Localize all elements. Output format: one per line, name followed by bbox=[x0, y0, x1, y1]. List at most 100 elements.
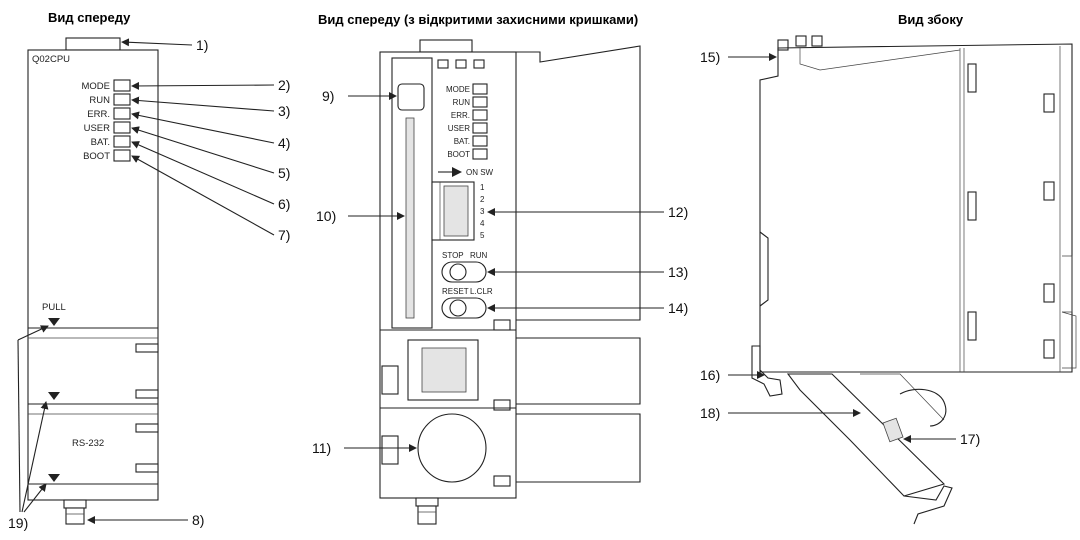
callout-16: 16) bbox=[700, 367, 720, 383]
front-led bbox=[113, 121, 131, 134]
dip-header: ON SW bbox=[466, 168, 494, 177]
battery-connector bbox=[882, 417, 904, 443]
open-led-label: BAT. bbox=[454, 137, 470, 146]
heading-front-open-view: Вид спереду (з відкритими захисними криш… bbox=[318, 12, 638, 27]
callout-13: 13) bbox=[668, 264, 688, 280]
open-led-panel: MODE RUN ERR. USER BAT. BOOT bbox=[446, 83, 488, 160]
dip-arrow-icon bbox=[452, 167, 462, 177]
side-top-rib bbox=[811, 35, 823, 47]
side-latch bbox=[381, 365, 399, 395]
front-view: Q02CPU MODE RUN ERR. USER BAT. BOOT PULL… bbox=[27, 37, 159, 525]
stop-run-knob bbox=[449, 263, 467, 281]
dip-number: 4 bbox=[480, 219, 485, 228]
callout-1: 1) bbox=[196, 37, 208, 53]
front-cover-tab bbox=[135, 423, 159, 433]
front-led-label: USER bbox=[84, 123, 111, 134]
open-led-label: ERR. bbox=[451, 111, 470, 120]
front-top-connector bbox=[65, 37, 121, 51]
port-cover-flap bbox=[516, 337, 641, 405]
callout-5: 5) bbox=[278, 165, 290, 181]
heading-front-view: Вид спереду bbox=[48, 10, 131, 25]
callout-14: 14) bbox=[668, 300, 688, 316]
front-screw-base bbox=[63, 499, 87, 509]
front-led-label: MODE bbox=[82, 81, 111, 92]
battery bbox=[417, 413, 487, 483]
side-top-rib bbox=[795, 35, 807, 47]
front-led bbox=[113, 135, 131, 148]
side-tab bbox=[1043, 339, 1055, 359]
side-view bbox=[751, 35, 1077, 525]
cover-marker-icon bbox=[48, 392, 60, 400]
cover-marker-icon bbox=[48, 474, 60, 482]
memory-card-slot bbox=[405, 117, 415, 319]
open-led bbox=[472, 109, 488, 121]
open-led bbox=[472, 148, 488, 160]
front-screw bbox=[65, 507, 85, 525]
dip-number: 5 bbox=[480, 231, 485, 240]
front-cover-tab bbox=[135, 343, 159, 353]
cover-hinge bbox=[493, 399, 511, 411]
open-led-label: BOOT bbox=[447, 150, 470, 159]
open-screw bbox=[417, 505, 437, 525]
front-led bbox=[113, 93, 131, 106]
side-callouts: 15) 16) 18) 17) bbox=[700, 49, 980, 447]
front-port-label: RS-232 bbox=[72, 438, 104, 449]
cover-hinge bbox=[493, 319, 511, 331]
cover-hinge bbox=[493, 475, 511, 487]
side-open-cover bbox=[786, 373, 946, 497]
open-led bbox=[472, 135, 488, 147]
notch bbox=[473, 59, 485, 69]
front-model-label: Q02CPU bbox=[32, 54, 70, 65]
callout-12: 12) bbox=[668, 204, 688, 220]
dip-switch: ON SW 1 2 3 4 5 bbox=[431, 167, 494, 241]
mounting-hook bbox=[751, 345, 783, 397]
front-led-label: ERR. bbox=[87, 109, 110, 120]
callout-19: 19) bbox=[8, 515, 28, 531]
open-screw-base bbox=[415, 497, 439, 507]
reset-clr-knob bbox=[449, 299, 467, 317]
dip-number: 2 bbox=[480, 195, 485, 204]
callout-3: 3) bbox=[278, 103, 290, 119]
front-cover-tab bbox=[135, 463, 159, 473]
battery-cover-flap bbox=[516, 413, 641, 483]
open-led-label: MODE bbox=[446, 85, 470, 94]
callout-2: 2) bbox=[278, 77, 290, 93]
notch bbox=[455, 59, 467, 69]
callout-11: 11) bbox=[312, 440, 331, 456]
side-module-body bbox=[759, 43, 1073, 373]
front-led-panel: MODE RUN ERR. USER BAT. BOOT bbox=[82, 79, 131, 162]
switch2-left-label: RESET bbox=[442, 287, 469, 296]
heading-side-view: Вид збоку bbox=[898, 12, 964, 27]
callout-8: 8) bbox=[192, 512, 204, 528]
open-top-connector bbox=[419, 39, 473, 53]
opened-cover-flap bbox=[516, 45, 641, 321]
open-led bbox=[472, 83, 488, 95]
front-led bbox=[113, 149, 131, 162]
front-led-label: BAT. bbox=[91, 137, 110, 148]
open-led bbox=[472, 96, 488, 108]
front-led-label: RUN bbox=[89, 95, 110, 106]
front-cover-tab bbox=[135, 389, 159, 399]
front-led bbox=[113, 107, 131, 120]
side-bracket bbox=[903, 485, 953, 525]
front-callouts: 1) 2) 3) 4) 5) 6) 7) 8) 19) bbox=[8, 37, 290, 531]
open-front-view: MODE RUN ERR. USER BAT. BOOT ON SW 1 2 3… bbox=[379, 39, 641, 525]
side-tab bbox=[967, 191, 977, 221]
slot-button bbox=[397, 83, 425, 111]
notch bbox=[437, 59, 449, 69]
switch1-right-label: RUN bbox=[470, 251, 488, 260]
side-tab bbox=[1043, 283, 1055, 303]
side-top-rib bbox=[777, 39, 789, 51]
side-tab bbox=[967, 311, 977, 341]
callout-4: 4) bbox=[278, 135, 290, 151]
switch2-right-label: L.CLR bbox=[470, 287, 493, 296]
open-callouts: 9) 10) 11) 12) 13) 14) bbox=[312, 88, 688, 456]
port-recess bbox=[421, 347, 467, 393]
callout-7: 7) bbox=[278, 227, 290, 243]
callout-10: 10) bbox=[316, 208, 336, 224]
side-latch bbox=[381, 435, 399, 465]
callout-15: 15) bbox=[700, 49, 720, 65]
front-led bbox=[113, 79, 131, 92]
callout-9: 9) bbox=[322, 88, 334, 104]
